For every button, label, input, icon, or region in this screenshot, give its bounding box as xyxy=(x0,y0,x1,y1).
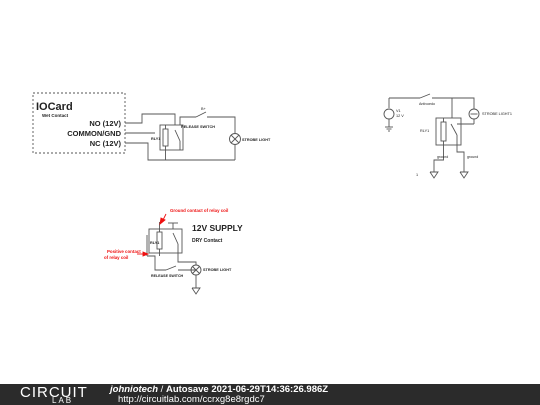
no-wire xyxy=(125,113,176,125)
supply-label: 12V SUPPLY xyxy=(192,223,243,233)
schematic-1 xyxy=(32,92,241,161)
voltage-source-v1 xyxy=(383,108,395,120)
circuitlab-logo[interactable]: CIRCUIT LAB xyxy=(20,384,88,405)
logo-lab-text: LAB xyxy=(52,396,74,405)
positive-annotation-line1: Positive contact xyxy=(107,249,141,254)
ground-3 xyxy=(191,287,201,295)
marker-label: 1 xyxy=(416,173,418,177)
antivoedo-switch xyxy=(419,93,431,99)
relay-3 xyxy=(148,228,183,254)
schematic-2 xyxy=(383,93,480,179)
relay-2-label: RLY1 xyxy=(420,129,429,133)
circuit-title: Autosave 2021-06-29T14:36:26.986Z xyxy=(165,384,329,395)
ground-left-label: ground xyxy=(437,155,448,159)
relay-3-label: RLY1 xyxy=(150,241,159,245)
footer-title-line: johniotech / Autosave 2021-06-29T14:36:2… xyxy=(110,385,328,395)
ground-annotation: Ground contact of relay coil xyxy=(170,208,228,213)
relay-1 xyxy=(159,124,184,151)
switch-polarity-label: B+ xyxy=(201,107,207,111)
positive-annotation-line2: of relay coil xyxy=(104,255,128,260)
release-switch-3-label: RELEASE SWITCH xyxy=(151,274,184,278)
nc-wire xyxy=(125,142,235,161)
schematic-3 xyxy=(146,222,202,295)
schematic-canvas: IOCard Wet Contact NO (12V) COMMON/GND N… xyxy=(32,92,512,295)
strobe-light-1-label: STROBE LIGHT xyxy=(242,138,271,142)
v1-value: 12 V xyxy=(396,114,404,118)
relay-2 xyxy=(435,117,462,146)
ground-left xyxy=(429,171,439,179)
switch-wire xyxy=(179,116,196,125)
ground-right xyxy=(459,171,469,179)
release-switch xyxy=(195,111,207,118)
io-card-title: IOCard xyxy=(36,101,73,113)
logo-circuit-text: CIRCUIT xyxy=(20,384,88,401)
antivoedo-label: Antivoedo xyxy=(419,102,435,106)
author-link[interactable]: johniotech xyxy=(110,384,159,395)
footer-separator: / xyxy=(158,384,166,395)
release-switch-label: RELEASE SWITCH xyxy=(181,125,215,129)
relay-1-label: RLY1 xyxy=(151,137,160,141)
pin-no: NO (12V) xyxy=(89,119,121,128)
v1-label: V1 xyxy=(396,109,401,113)
pin-common: COMMON/GND xyxy=(67,129,121,138)
strobe-light-1 xyxy=(229,133,241,145)
relay-1-coil xyxy=(162,128,169,147)
footer-bar: CIRCUIT LAB johniotech / Autosave 2021-0… xyxy=(0,384,540,405)
ground-right-label: ground xyxy=(467,155,478,159)
pin-nc: NC (12V) xyxy=(90,139,122,148)
strobe-light-3-label: STROBE LIGHT xyxy=(203,268,232,272)
release-switch-3 xyxy=(165,265,177,271)
circuit-url[interactable]: http://circuitlab.com/ccrxg8e8rgdc7 xyxy=(118,394,265,405)
io-card-subtitle: Wet Contact xyxy=(42,113,69,118)
strobe-light-2-label: STROBE LIGHT1 xyxy=(482,112,512,116)
dry-contact-label: DRY Contact xyxy=(192,238,223,244)
